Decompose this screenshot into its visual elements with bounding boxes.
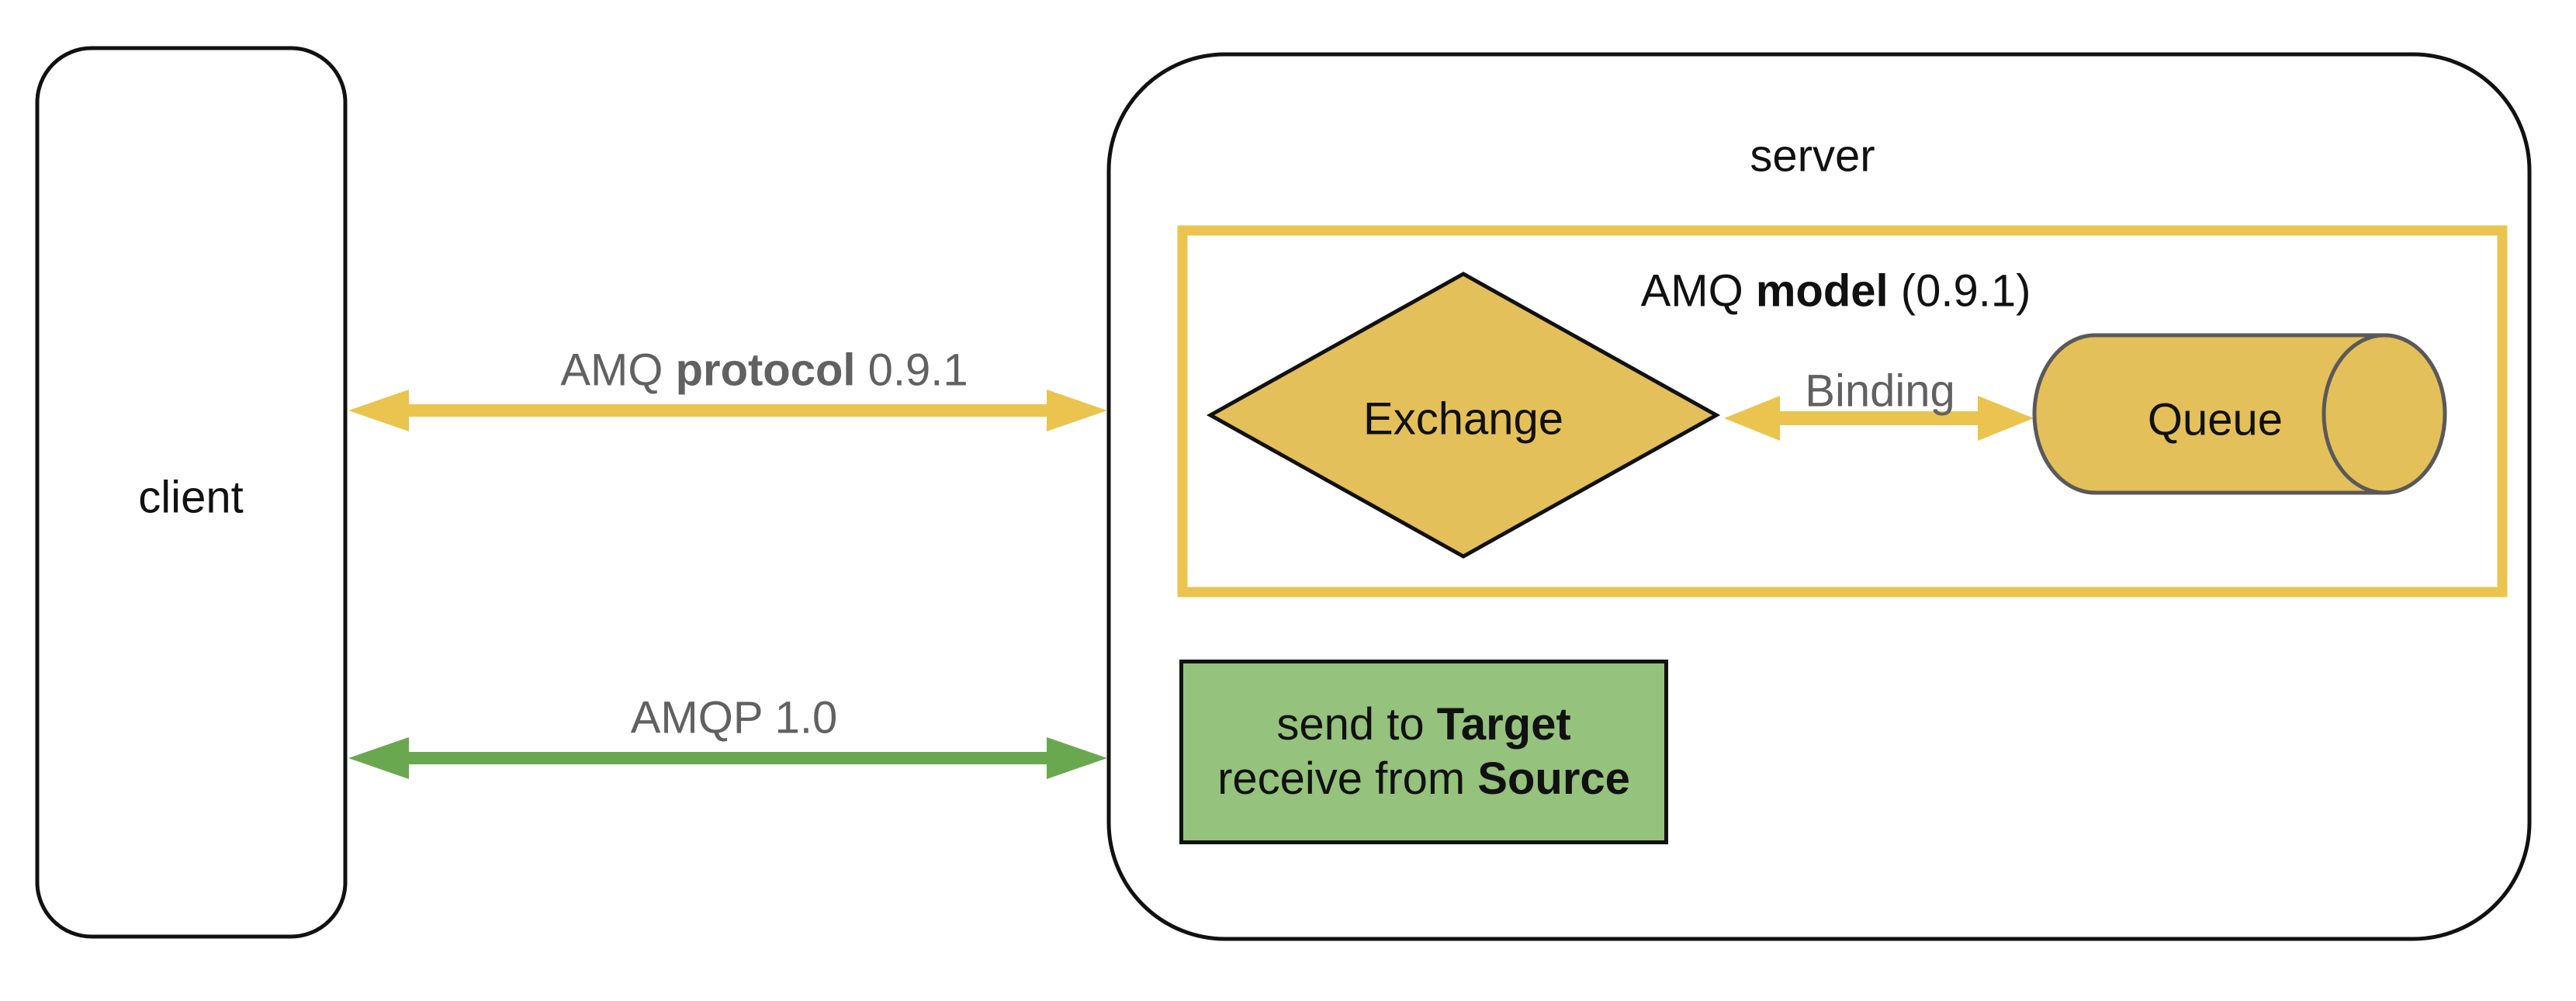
queue-label: Queue <box>2147 394 2283 445</box>
source-line-bold: Source <box>1477 753 1630 804</box>
amq-model-title-bold: model <box>1755 265 1889 317</box>
exchange-diamond <box>1206 272 1721 559</box>
amq-protocol-label-bold: protocol <box>675 345 856 396</box>
target-line-prefix: send to <box>1276 699 1437 750</box>
target-source-line1: send to Target <box>1276 698 1570 752</box>
source-line-prefix: receive from <box>1217 753 1478 804</box>
binding-arrow <box>1724 396 2034 441</box>
target-source-box: send to Target receive from Source <box>1179 660 1668 844</box>
client-box <box>35 46 348 939</box>
target-source-line2: receive from Source <box>1217 752 1630 806</box>
target-line-bold: Target <box>1436 699 1571 750</box>
exchange-label: Exchange <box>1363 393 1563 445</box>
amq-model-title-suffix: (0.9.1) <box>1888 265 2031 317</box>
client-label: client <box>138 472 244 523</box>
amq-protocol-label-prefix: AMQ <box>560 345 676 396</box>
amq-model-title: AMQ model (0.9.1) <box>1641 266 2031 318</box>
amqp-arrow <box>348 737 1107 779</box>
queue-cylinder-endcap <box>2322 333 2447 495</box>
server-label: server <box>1750 130 1875 182</box>
amq-protocol-label: AMQ protocol 0.9.1 <box>560 345 968 397</box>
binding-label: Binding <box>1805 365 1955 417</box>
amq-model-title-prefix: AMQ <box>1640 265 1756 317</box>
amq-protocol-label-suffix: 0.9.1 <box>855 345 968 396</box>
amq-model-box <box>1177 225 2508 597</box>
amqp-label: AMQP 1.0 <box>630 692 838 743</box>
amq-protocol-arrow <box>348 390 1107 431</box>
